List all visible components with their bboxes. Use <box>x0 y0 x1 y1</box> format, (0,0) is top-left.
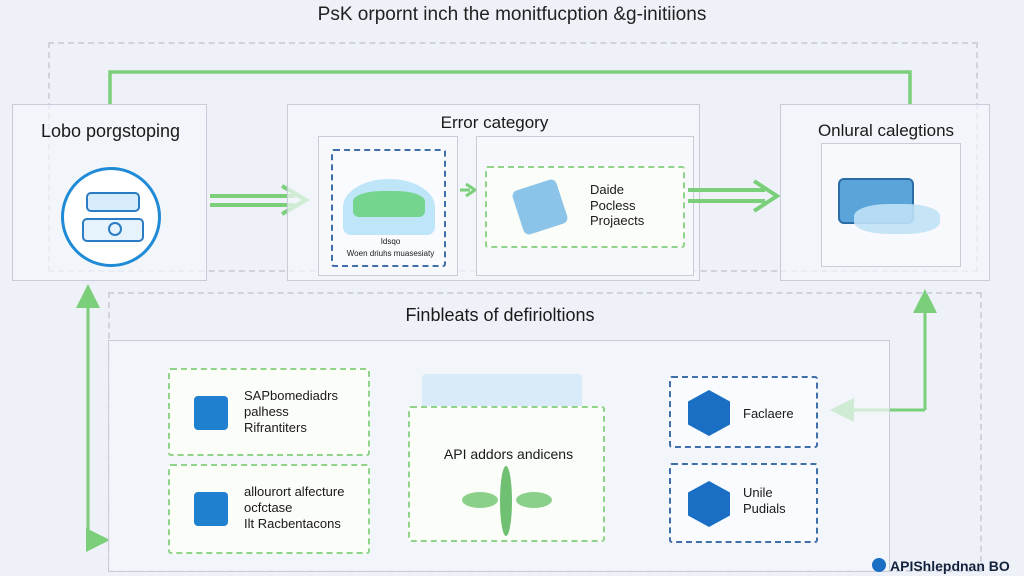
power-icon <box>82 218 144 242</box>
wave-icon <box>854 204 940 234</box>
box1-line1: SAPbomediadrs <box>244 388 338 403</box>
box1-line2: palhess <box>244 404 289 419</box>
box2-line3: Ilt Racbentacons <box>244 516 341 531</box>
globe-icon <box>688 390 730 436</box>
box2-line2: ocfctase <box>244 500 293 515</box>
box1-line3: Rifrantiters <box>244 420 307 435</box>
left-panel-label: Lobo porgstoping <box>40 121 181 141</box>
right-panel-image-frame <box>821 143 961 267</box>
left-panel: Lobo porgstoping <box>12 104 207 281</box>
screen-icon <box>194 492 228 526</box>
right-box1-label: Faclaere <box>743 406 794 421</box>
card-left-line1: Idsqo <box>380 237 401 246</box>
left-panel-icon <box>61 167 161 267</box>
document-icon <box>86 192 140 212</box>
right-box2-line1: Unile <box>743 485 773 500</box>
right-panel: Onlural calegtions <box>780 104 990 281</box>
grass-icon <box>353 191 425 217</box>
box2-line1: allourort alfecture <box>244 484 345 499</box>
card-right-line1: Daide <box>590 182 624 197</box>
printer-icon <box>194 396 228 430</box>
list-icon <box>688 481 730 527</box>
bottom-box-1: SAPbomediadrs palhess Rifrantiters <box>168 368 370 456</box>
center-card-right: Daide Pocless Projaects <box>485 166 685 248</box>
card-right-line3: Projaects <box>590 213 645 228</box>
bottom-right-box-1: Faclaere <box>669 376 818 448</box>
leaf-left-icon <box>462 492 498 508</box>
top-loop-connector <box>108 70 912 104</box>
center-card-left: Idsqo Woen driuhs muasesiaty <box>331 149 446 267</box>
center-panel-label: Error category <box>440 113 549 132</box>
leaf-icon <box>500 466 512 536</box>
center-box-label: API addors andicens <box>443 446 574 462</box>
right-panel-label: Onlural calegtions <box>817 121 955 140</box>
diagram-title: PsK orpornt inch the monitfucption &g-in… <box>317 4 707 25</box>
watermark-logo-icon <box>872 558 886 572</box>
leaf-right-icon <box>516 492 552 508</box>
bottom-section-label: Finbleats of defirioltions <box>405 305 595 325</box>
watermark-text: APIShlepdnan BO <box>890 558 1010 574</box>
bottom-right-box-2: Unile Pudials <box>669 463 818 543</box>
right-box2-line2: Pudials <box>743 501 786 516</box>
bottom-box-2: allourort alfecture ocfctase Ilt Racbent… <box>168 464 370 554</box>
bottom-center-box: API addors andicens <box>408 406 605 542</box>
laptop-icon <box>511 178 569 236</box>
card-right-line2: Pocless <box>590 198 636 213</box>
card-left-line2: Woen driuhs muasesiaty <box>346 249 435 258</box>
